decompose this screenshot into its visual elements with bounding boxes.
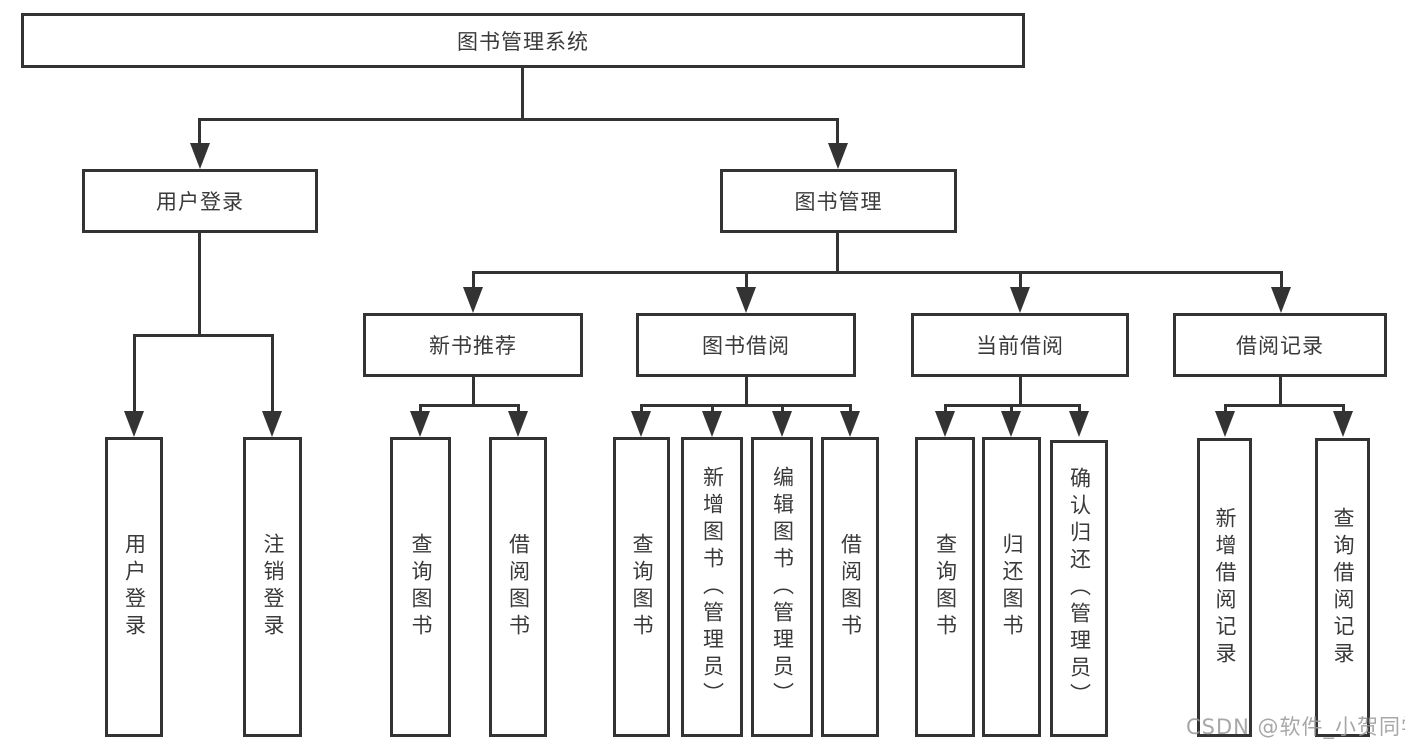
leaf-query-book-borrow: 查询图书: [613, 437, 670, 737]
arrow-down-icon: [508, 411, 528, 437]
connector-line: [640, 404, 852, 407]
connector-line: [1224, 407, 1227, 414]
connector-line: [133, 337, 136, 413]
connector-line: [419, 404, 520, 407]
leaf-logout: 注销登录: [243, 437, 302, 737]
connector-line: [198, 121, 201, 145]
arrow-down-icon: [124, 411, 144, 437]
arrow-down-icon: [262, 411, 282, 437]
connector-line: [271, 337, 274, 413]
leaf-edit-book-admin: 编辑图书（管理员）: [751, 437, 813, 737]
connector-line: [198, 233, 201, 337]
node-current-borrow: 当前借阅: [911, 313, 1129, 377]
leaf-add-borrow-record: 新增借阅记录: [1197, 438, 1252, 737]
connector-line: [472, 274, 475, 290]
connector-line: [1019, 377, 1022, 407]
leaf-borrow-book: 借阅图书: [821, 437, 879, 737]
arrow-down-icon: [828, 143, 848, 169]
connector-line: [944, 404, 1081, 407]
leaf-confirm-return-admin: 确认归还（管理员）: [1050, 440, 1108, 737]
connector-line: [1279, 377, 1282, 407]
connector-line: [640, 407, 643, 414]
node-new-book-recommend: 新书推荐: [363, 313, 583, 377]
leaf-return-book: 归还图书: [982, 437, 1041, 737]
connector-line: [849, 407, 852, 414]
connector-line: [745, 377, 748, 407]
connector-line: [781, 407, 784, 414]
connector-line: [1342, 407, 1345, 414]
node-user-login: 用户登录: [82, 169, 318, 233]
arrow-down-icon: [772, 411, 792, 437]
arrow-down-icon: [1001, 411, 1021, 437]
connector-line: [198, 118, 839, 121]
connector-line: [711, 407, 714, 414]
node-root-system: 图书管理系统: [21, 13, 1025, 68]
arrow-down-icon: [631, 411, 651, 437]
connector-line: [1010, 407, 1013, 414]
connector-line: [472, 271, 1283, 274]
connector-line: [1224, 404, 1345, 407]
leaf-query-book-current: 查询图书: [915, 437, 975, 737]
connector-line: [472, 377, 475, 407]
connector-line: [1280, 274, 1283, 290]
arrow-down-icon: [463, 287, 483, 313]
arrow-down-icon: [935, 411, 955, 437]
connector-line: [133, 334, 274, 337]
leaf-user-login: 用户登录: [105, 437, 163, 737]
node-borrow-records: 借阅记录: [1173, 313, 1387, 377]
arrow-down-icon: [1333, 411, 1353, 437]
leaf-add-book-admin: 新增图书（管理员）: [681, 437, 743, 737]
arrow-down-icon: [1271, 287, 1291, 313]
arrow-down-icon: [840, 411, 860, 437]
arrow-down-icon: [1010, 287, 1030, 313]
connector-line: [836, 121, 839, 145]
connector-line: [1078, 407, 1081, 414]
connector-line: [517, 407, 520, 414]
arrow-down-icon: [702, 411, 722, 437]
leaf-query-borrow-record: 查询借阅记录: [1315, 438, 1370, 737]
connector-line: [1019, 274, 1022, 290]
leaf-query-book-recommend: 查询图书: [390, 437, 451, 737]
arrow-down-icon: [1215, 411, 1235, 437]
node-book-management: 图书管理: [720, 169, 957, 233]
arrow-down-icon: [190, 143, 210, 169]
arrow-down-icon: [410, 411, 430, 437]
leaf-borrow-book-recommend: 借阅图书: [489, 437, 547, 737]
connector-line: [419, 407, 422, 414]
arrow-down-icon: [736, 287, 756, 313]
connector-line: [944, 407, 947, 414]
arrow-down-icon: [1069, 411, 1089, 437]
node-book-borrow: 图书借阅: [636, 313, 856, 377]
connector-line: [521, 68, 524, 118]
connector-line: [836, 233, 839, 274]
connector-line: [745, 274, 748, 290]
csdn-watermark: CSDN @软件_小贺同学: [1186, 715, 1405, 739]
